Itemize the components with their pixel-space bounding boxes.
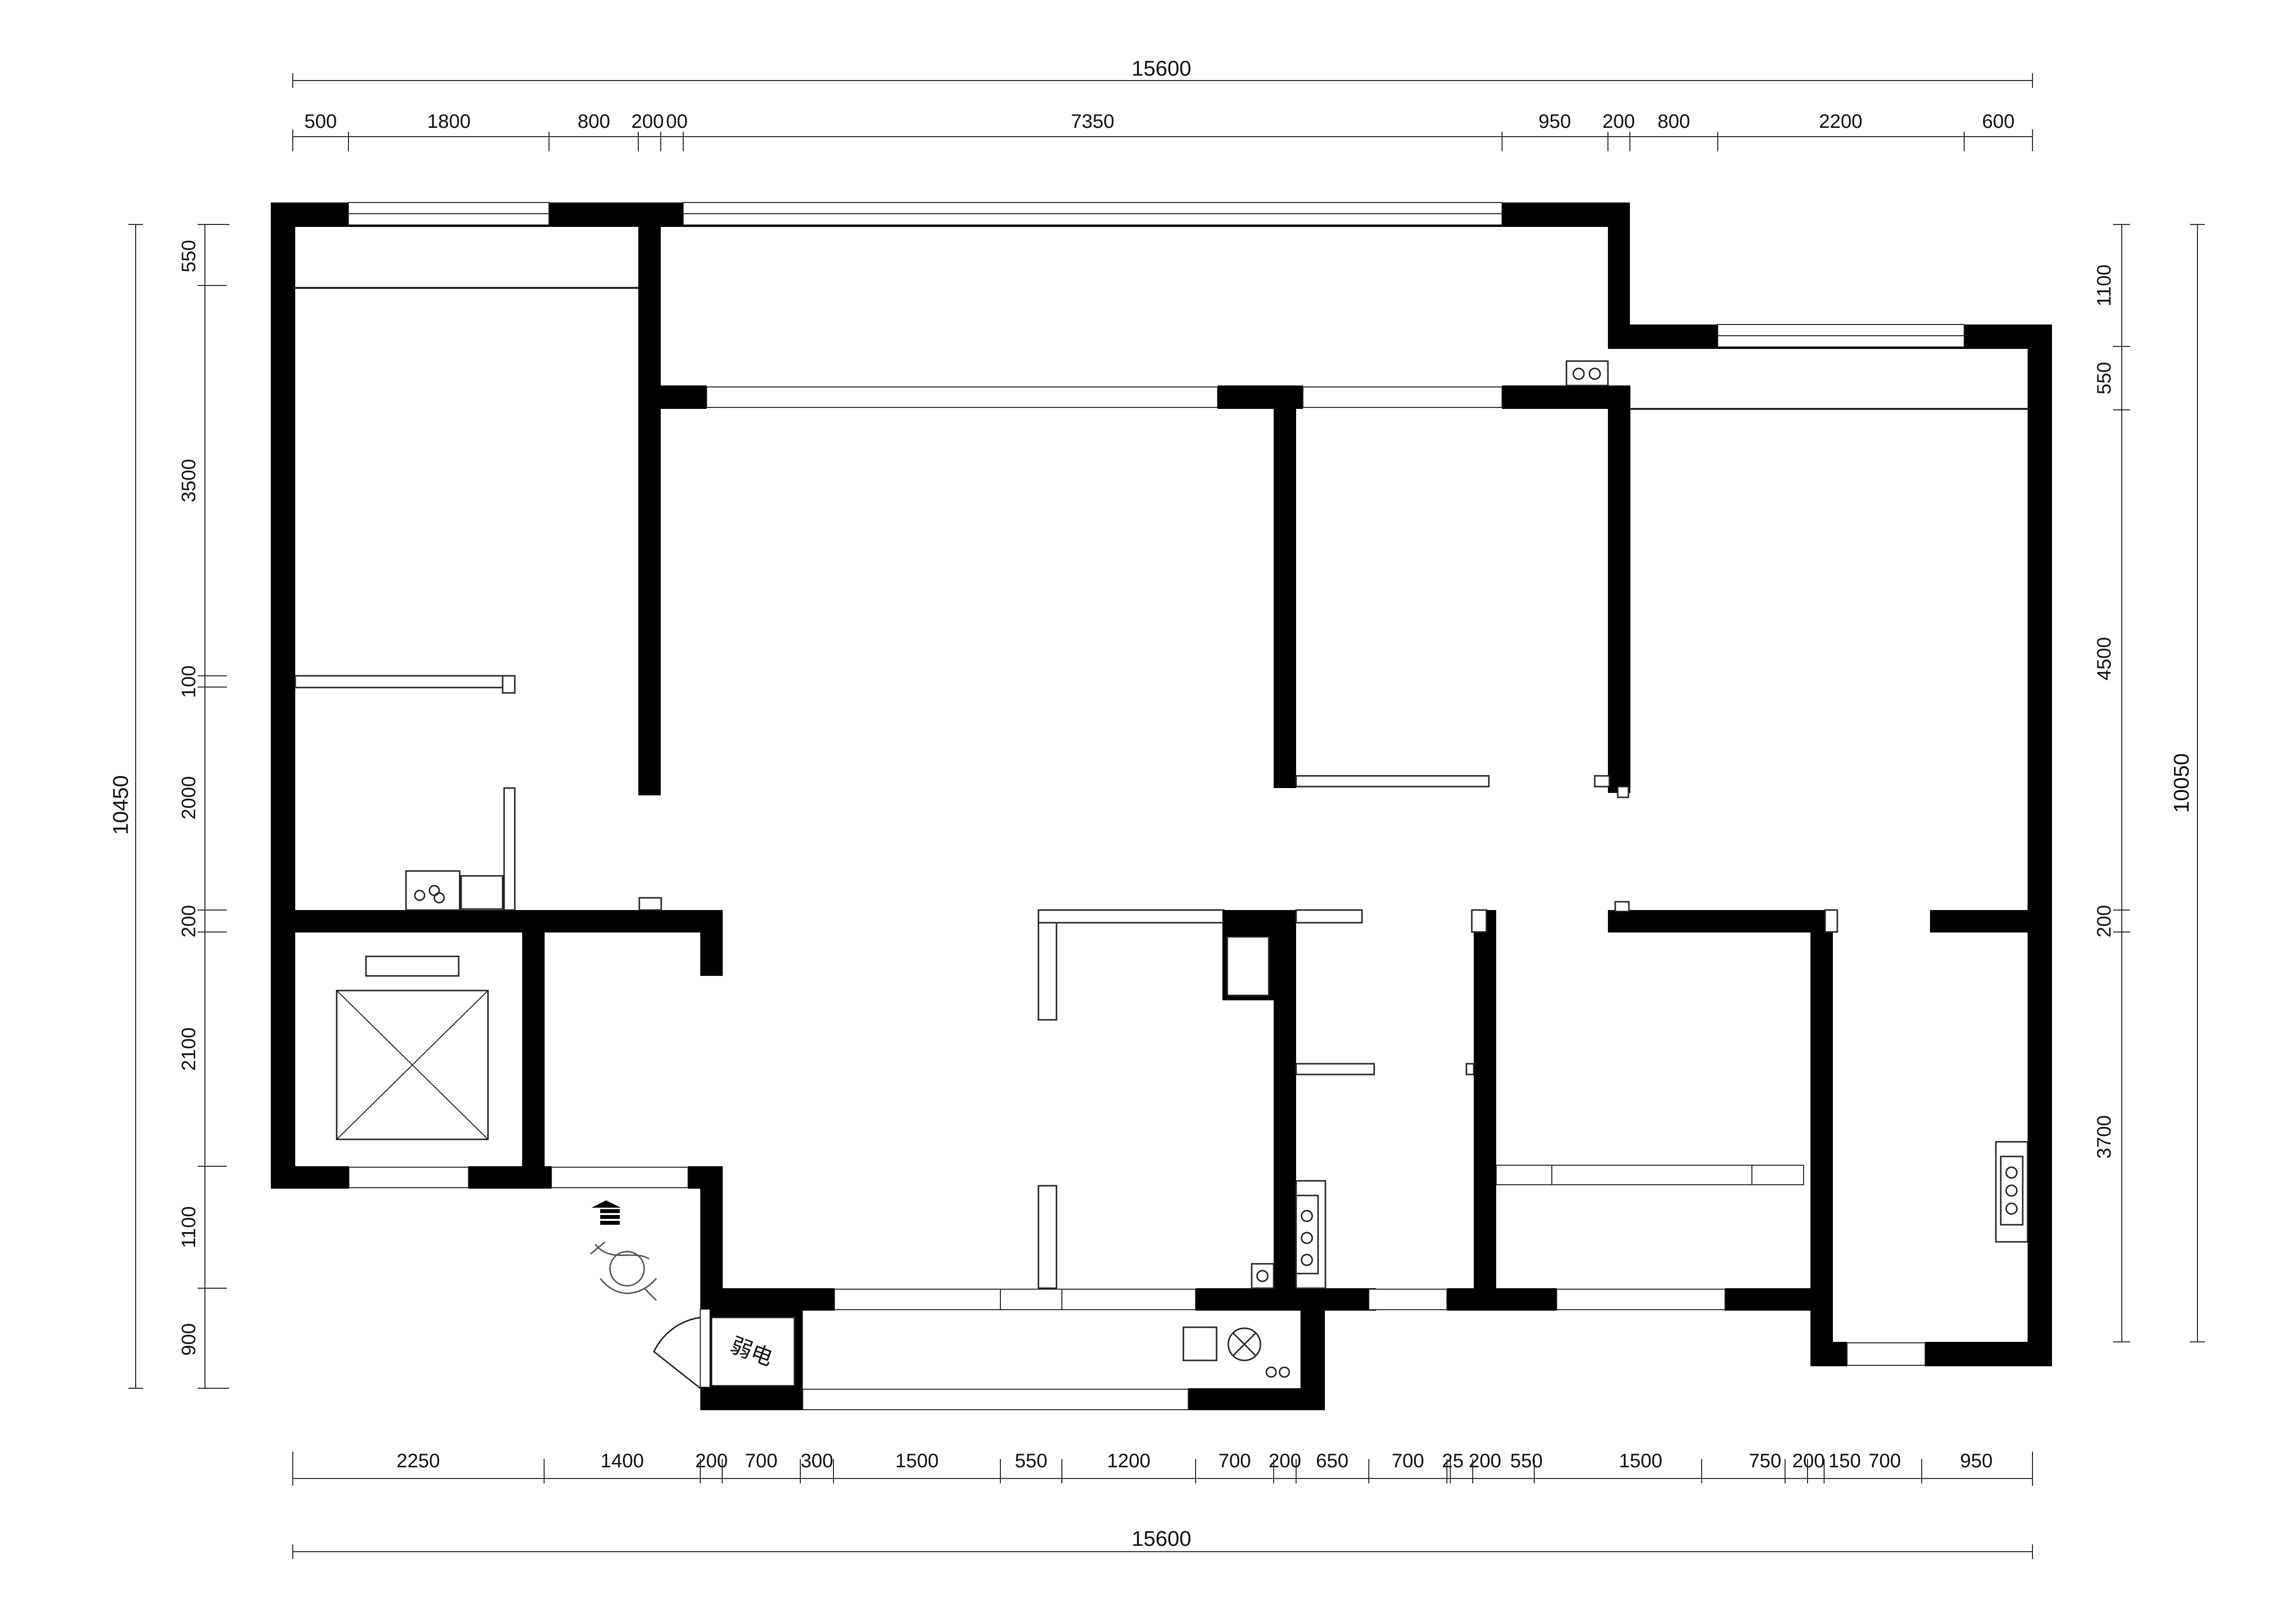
- bottom-dim-9: 700: [1219, 1450, 1251, 1472]
- bottom-dim-5: 300: [801, 1450, 833, 1472]
- window-interior-1: [706, 386, 1218, 408]
- bottom-dim-15: 550: [1510, 1450, 1543, 1472]
- entrance-arrow-icon: [591, 1200, 621, 1225]
- right-dim-3: 4500: [2093, 637, 2115, 681]
- top-dim-5: 00: [666, 111, 688, 132]
- door-swing-icon: [653, 1309, 711, 1389]
- top-dim-3: 800: [578, 111, 610, 132]
- bottom-dim-10: 200: [1269, 1450, 1301, 1472]
- left-dim-7: 1100: [178, 1206, 200, 1248]
- stove-icon: [1995, 1141, 2029, 1243]
- left-dim-6: 2100: [178, 1028, 200, 1071]
- bottom-dim-20: 700: [1869, 1450, 1901, 1472]
- top-dim-7: 950: [1539, 111, 1571, 132]
- left-dim-1: 550: [178, 240, 200, 273]
- walls: [271, 203, 2052, 1410]
- bottom-dim-17: 750: [1749, 1450, 1782, 1472]
- top-dim-2: 1800: [427, 111, 471, 132]
- bottom-dim-13: 25: [1442, 1450, 1464, 1472]
- stove-icon: [405, 870, 504, 911]
- sink-icon: [1182, 1326, 1290, 1378]
- window-bottom-1: [834, 1289, 1196, 1310]
- bottom-dim-18: 200: [1792, 1450, 1825, 1472]
- sink-icon: [1565, 360, 1609, 386]
- right-dim-2: 550: [2093, 362, 2115, 395]
- window-interior-2: [1302, 386, 1503, 408]
- window-bottom-3: [1556, 1289, 1726, 1310]
- left-dim-2: 3500: [178, 459, 200, 503]
- bottom-dim-6: 1500: [895, 1450, 939, 1472]
- top-dim-9: 800: [1658, 111, 1690, 132]
- bottom-dim-14: 200: [1469, 1450, 1502, 1472]
- mascot-icon: [590, 1241, 657, 1301]
- right-dim-4: 200: [2093, 905, 2115, 938]
- bottom-dim-16: 1500: [1619, 1450, 1663, 1472]
- bottom-dim-3: 200: [695, 1450, 728, 1472]
- left-dim-8: 900: [178, 1323, 200, 1356]
- bottom-dim-11: 650: [1316, 1450, 1349, 1472]
- fixtures: [294, 287, 2028, 1289]
- left-dim-5: 200: [178, 905, 200, 938]
- top-dimensions: 15600 500 1800 800 200 00 7350 950 200 8…: [292, 57, 2033, 151]
- bottom-dim-21: 950: [1960, 1450, 1993, 1472]
- stove-icon: [1251, 1180, 1326, 1289]
- windows: [348, 202, 1965, 1410]
- bottom-dim-1: 2250: [397, 1450, 440, 1472]
- window-bottom-left: [348, 1167, 469, 1188]
- washing-machine-icon: [1222, 910, 1274, 1000]
- window-entrance: [551, 1167, 689, 1188]
- left-dim-4: 2000: [178, 776, 200, 820]
- bottom-dim-2: 1400: [601, 1450, 644, 1472]
- right-total-dim: 10050: [2170, 753, 2194, 813]
- top-dim-8: 200: [1603, 111, 1635, 132]
- top-dim-4: 200: [631, 111, 664, 132]
- top-dim-1: 500: [305, 111, 337, 132]
- bottom-total-dim: 15600: [1132, 1527, 1191, 1551]
- left-dimensions: 10450 550 3500 100 2000 200 2100 1100 90…: [109, 224, 229, 1389]
- bottom-dim-4: 700: [745, 1450, 778, 1472]
- bottom-dim-7: 550: [1015, 1450, 1048, 1472]
- window-wardrobe: [1496, 1165, 1804, 1185]
- top-dim-6: 7350: [1071, 111, 1115, 132]
- top-dim-10: 2200: [1819, 111, 1863, 132]
- right-dim-5: 3700: [2093, 1115, 2115, 1159]
- elevator-icon: [336, 955, 489, 1140]
- window-bottom-2: [1368, 1289, 1447, 1310]
- bottom-dim-12: 700: [1392, 1450, 1424, 1472]
- bottom-dim-8: 1200: [1107, 1450, 1151, 1472]
- bottom-dim-19: 150: [1829, 1450, 1861, 1472]
- window-balcony: [802, 1389, 1189, 1410]
- left-total-dim: 10450: [109, 775, 133, 835]
- right-dimensions: 10050 1100 550 4500 200 3700: [2093, 224, 2205, 1342]
- weak-current-box: 弱电: [700, 1308, 795, 1388]
- bottom-dimensions: 2250 1400 200 700 300 1500 550 1200 700 …: [292, 1450, 2033, 1559]
- right-dim-1: 1100: [2093, 264, 2115, 306]
- top-dim-11: 600: [1982, 111, 2015, 132]
- left-dim-3: 100: [178, 666, 200, 698]
- window-bottom-right: [1847, 1342, 1926, 1366]
- top-total-dim: 15600: [1132, 57, 1191, 81]
